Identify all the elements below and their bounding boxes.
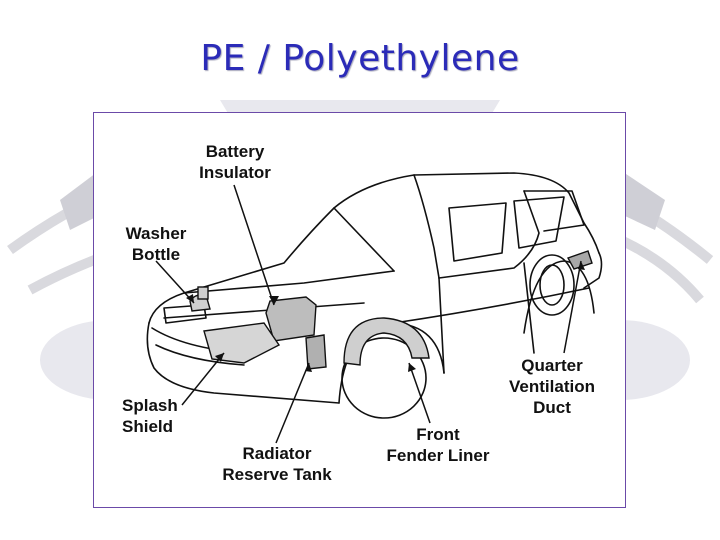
slide-title: PE / Polyethylene	[200, 38, 520, 79]
leader-splash-shield	[181, 352, 225, 406]
front-fender-liner-part	[343, 317, 430, 366]
callout-radiator-reserve-tank: Radiator Reserve Tank	[222, 444, 332, 484]
leader-quarter-ventilation-duct	[563, 260, 582, 354]
splash-shield-part	[203, 322, 281, 364]
quarter-ventilation-duct-part	[566, 250, 593, 270]
leader-battery-insulator	[233, 184, 275, 306]
radiator-reserve-tank-part	[305, 334, 327, 370]
leader-washer-bottle	[155, 260, 195, 304]
callout-front-fender-liner: Front Fender Liner	[386, 425, 490, 465]
car-line-drawing	[146, 172, 603, 444]
callout-quarter-ventilation-duct: Quarter Ventilation Duct	[509, 356, 595, 417]
callout-washer-bottle: Washer Bottle	[125, 224, 187, 264]
leader-front-fender-liner	[408, 362, 431, 424]
callout-battery-insulator: Battery Insulator	[199, 142, 271, 182]
diagram-frame: Battery Insulator Washer Bottle Splash S…	[93, 112, 626, 508]
leader-radiator-reserve-tank	[275, 362, 310, 444]
callout-splash-shield: Splash Shield	[122, 396, 178, 436]
